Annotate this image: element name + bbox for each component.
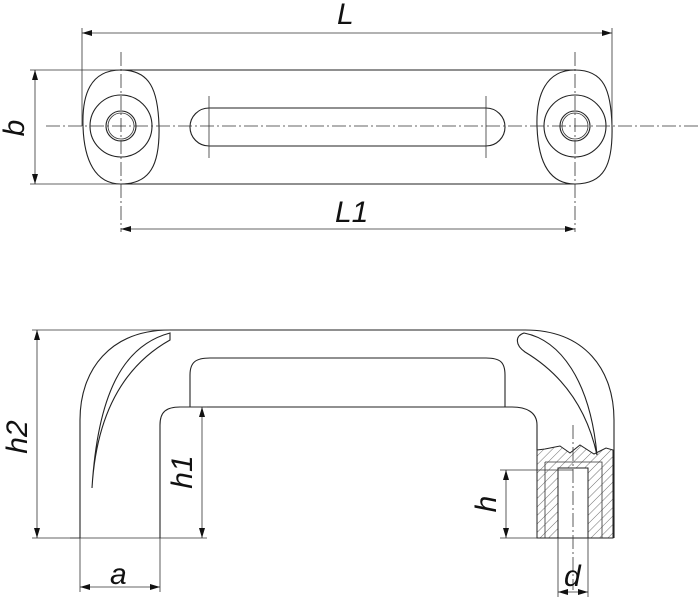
top-view: L b L1 [0,0,698,232]
label-L1: L1 [335,196,368,229]
side-view: h2 h1 h a d [1,329,615,597]
label-h2: h2 [1,420,34,454]
right-grip-rib [516,332,598,456]
left-grip-rib [91,332,171,489]
right-mounting-boss [536,69,613,185]
label-d: d [564,560,582,593]
grip-slot [189,107,506,147]
label-b: b [0,120,31,137]
handle-inner-profile [159,406,538,538]
label-h1: h1 [166,455,199,488]
handle-outer-profile [79,329,615,538]
label-L: L [337,0,354,31]
label-a: a [110,558,127,591]
grip-recess [189,357,506,407]
label-h: h [470,496,503,513]
